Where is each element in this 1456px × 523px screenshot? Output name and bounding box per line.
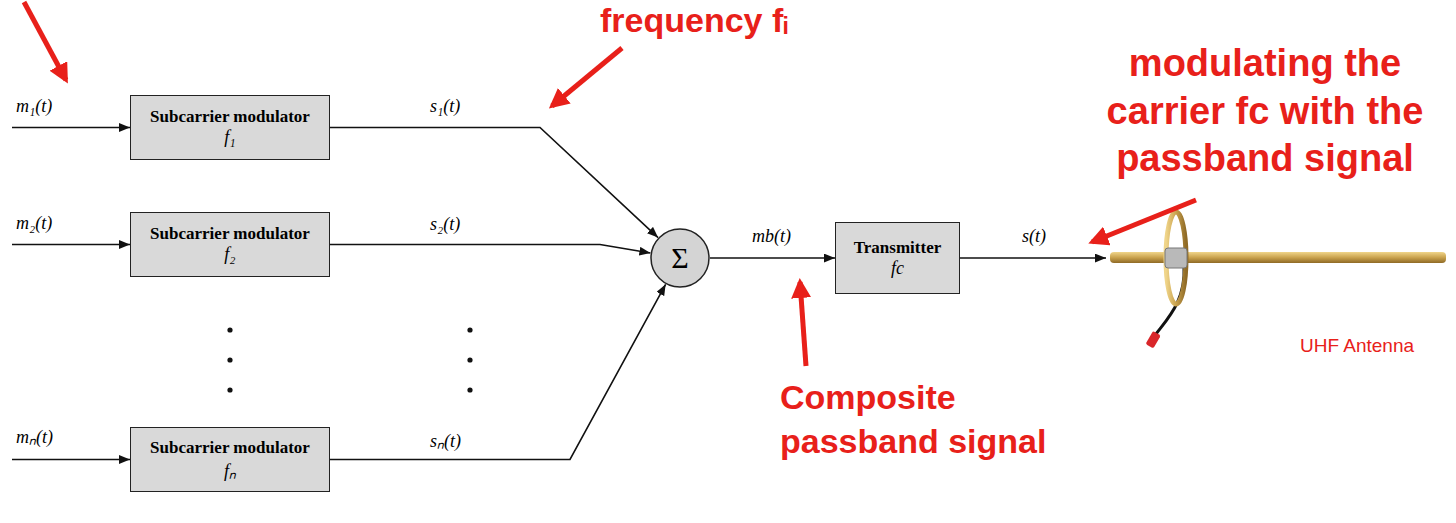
- signal-connector: [330, 245, 650, 254]
- frequency-label: fc: [891, 258, 904, 279]
- signal-name: mₙ(t): [16, 427, 53, 449]
- continuation-dots: [227, 327, 472, 392]
- signal-name: s₂(t): [428, 214, 462, 235]
- callout-arrow: [1092, 200, 1196, 242]
- frequency-label: f₁: [224, 127, 235, 148]
- callout-text: frequency fᵢ: [600, 0, 788, 41]
- signal-connector: [710, 257, 835, 259]
- yagi-antenna: [1110, 205, 1446, 348]
- input-arrow: [12, 127, 130, 129]
- signal-name: s(t): [1022, 226, 1046, 248]
- summer-circle: Σ: [650, 228, 710, 288]
- modulator-box: Subcarrier modulatorf₁: [130, 95, 330, 160]
- input-arrow: [12, 244, 130, 246]
- modulator-box: Subcarrier modulatorfₙ: [130, 427, 330, 492]
- signal-name: m₁(t): [16, 96, 52, 118]
- callout-arrow: [800, 282, 806, 366]
- output-arrow: [960, 257, 1106, 259]
- transmitter-box: Transmitterfc: [835, 222, 960, 294]
- circle-outline: [651, 229, 709, 287]
- antenna-label: UHF Antenna: [1300, 335, 1414, 358]
- callout-arrow: [552, 48, 622, 106]
- modulator-box: Subcarrier modulatorf₂: [130, 212, 330, 277]
- signal-name: s₁(t): [428, 96, 462, 117]
- sum-symbol: Σ: [671, 241, 688, 275]
- callout-arrows: [24, 2, 1196, 366]
- callout-text: modulating the carrier fc with the passb…: [1080, 40, 1450, 183]
- callout-arrow: [24, 2, 66, 80]
- frequency-label: f₂: [224, 244, 235, 265]
- box-title: Subcarrier modulator: [150, 224, 310, 244]
- signal-connector: [330, 128, 658, 238]
- box-title: Transmitter: [854, 238, 942, 258]
- box-title: Subcarrier modulator: [150, 438, 310, 458]
- signal-name: mb(t): [750, 226, 793, 247]
- input-arrow: [12, 459, 130, 461]
- box-title: Subcarrier modulator: [150, 107, 310, 127]
- signal-connector: [330, 284, 666, 459]
- signal-name: sₙ(t): [428, 428, 463, 452]
- callout-text: Composite passband signal: [780, 375, 1070, 463]
- signal-name: m₂(t): [16, 213, 52, 235]
- frequency-label: fₙ: [224, 458, 236, 482]
